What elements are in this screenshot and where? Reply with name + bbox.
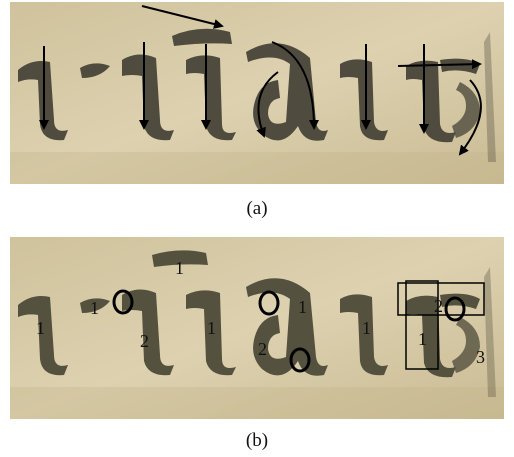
circle-marker: [444, 296, 466, 322]
stroke-label: 1: [298, 297, 307, 317]
circle-marker: [258, 290, 280, 316]
ink-stroke: [484, 267, 496, 397]
ink-stroke: [80, 298, 110, 313]
region-box: [405, 280, 439, 370]
stroke-label: 1: [90, 298, 99, 318]
stroke-label: 2: [140, 331, 149, 351]
ink-stroke: [452, 317, 480, 373]
arrow-curve-left: [256, 71, 279, 138]
caption-a: (a): [246, 198, 268, 219]
panel-b-image: 1 1 1 1 2 1 1 2 1 2 3: [10, 237, 504, 419]
circle-marker: [112, 289, 134, 315]
caption-b: (b): [245, 430, 269, 451]
key-point-markers: [112, 289, 466, 373]
stroke-label: 2: [258, 339, 267, 359]
ink-stroke: [406, 295, 456, 378]
ink-stroke: [186, 290, 236, 376]
parchment-shade: [10, 152, 504, 184]
ink-stroke: [152, 250, 208, 267]
stroke-label: 1: [418, 329, 427, 349]
stroke-label: 1: [362, 318, 371, 338]
arrow-curve-right: [271, 41, 319, 130]
stroke-order-labels: 1 1 1 1 2 1 1 2 1 2 3: [36, 258, 485, 367]
ink-stroke: [484, 32, 496, 162]
ink-stroke: [80, 63, 110, 78]
ink-stroke: [18, 296, 68, 376]
ink-stroke: [440, 58, 480, 74]
ink-stroke: [172, 28, 232, 46]
panel-a-image: [10, 2, 504, 184]
stroke-region-boxes: [397, 280, 485, 370]
panel-b-stroke-order: 1 1 1 1 2 1 1 2 1 2 3: [10, 237, 504, 419]
ink-stroke: [122, 54, 174, 141]
stroke-label: 1: [36, 318, 45, 338]
ink-stroke: [452, 82, 480, 138]
arrow-right: [141, 5, 224, 29]
ink-stroke: [122, 289, 174, 376]
stroke-label: 2: [434, 296, 443, 316]
ink-stroke: [340, 59, 388, 141]
circle-marker: [289, 347, 311, 373]
parchment-background: [10, 237, 504, 419]
parchment-background: [10, 2, 504, 184]
ink-stroke: [406, 60, 456, 143]
ink-stroke: [186, 55, 236, 141]
parchment-shade: [10, 387, 504, 419]
region-box: [397, 282, 485, 316]
stroke-label: 3: [476, 347, 485, 367]
panel-a-stroke-directions: [10, 2, 504, 184]
stroke-label: 1: [207, 318, 216, 338]
ink-stroke: [340, 294, 388, 376]
ink-stroke: [246, 43, 328, 141]
arrow-right: [397, 59, 482, 70]
stroke-label: 1: [175, 258, 184, 278]
arrow-curve-down: [458, 79, 482, 156]
stroke-direction-arrows: [39, 5, 482, 156]
